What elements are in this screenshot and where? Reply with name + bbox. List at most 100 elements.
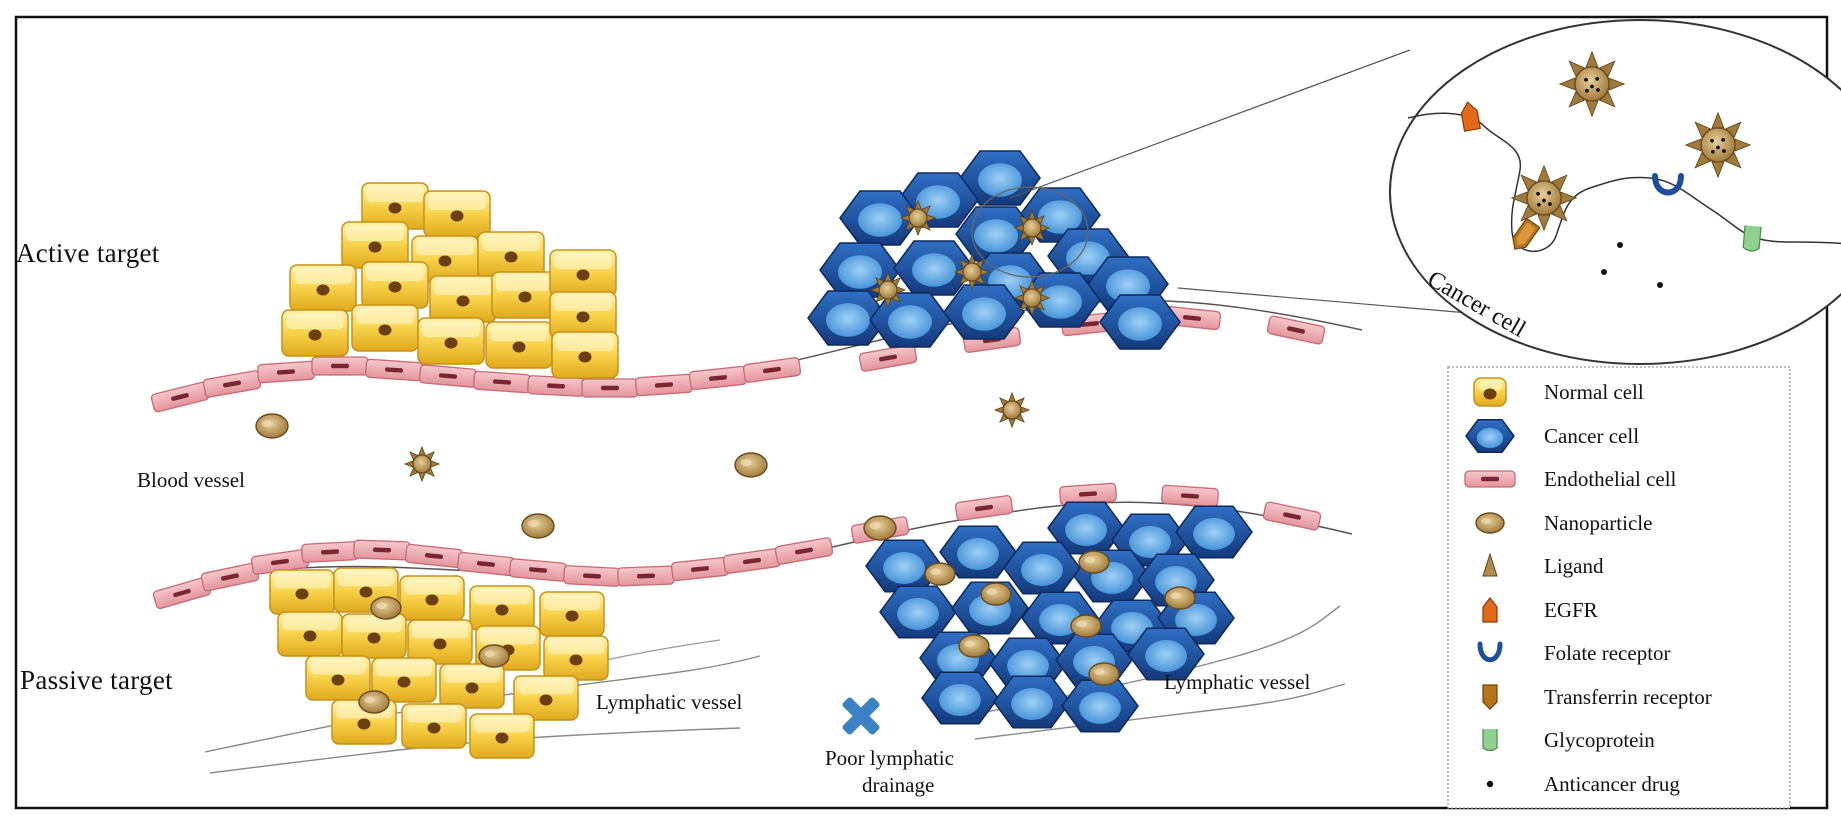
legend-label-ligand: Ligand: [1544, 554, 1604, 578]
anticancer-drug-icon: [1486, 780, 1494, 787]
legend-label-folate-receptor: Folate receptor: [1544, 641, 1671, 665]
endothelial-cell: [150, 381, 210, 413]
legend-item-ligand: Ligand: [1460, 546, 1780, 586]
normal-cell: [289, 264, 357, 312]
normal-cell: [513, 675, 579, 721]
legend-label-transferrin-receptor: Transferrin receptor: [1544, 684, 1712, 709]
endothelial-cell: [311, 356, 369, 376]
cancer-cell: [1175, 505, 1253, 559]
blood-vessel-walls: [150, 299, 1363, 610]
endothelial-cell-icon: [1464, 470, 1516, 488]
endothelial-cell: [202, 370, 262, 398]
normal-cell: [485, 321, 553, 369]
legend-item-transferrin-receptor: Transferrin receptor: [1460, 677, 1780, 717]
ligand-nanoparticle: [953, 253, 991, 291]
normal-cell: [407, 619, 473, 665]
legend-label-cancer-cell: Cancer cell: [1544, 423, 1640, 448]
normal-cell: [469, 713, 535, 759]
cancer-cell-icon: [1465, 418, 1515, 453]
drug-loaded-nanoparticle: [1510, 164, 1578, 232]
cancer-cell: [959, 150, 1041, 206]
endothelial-cell: [774, 537, 834, 565]
x-cross-icon: [842, 697, 880, 735]
ligand-icon: [1482, 552, 1498, 577]
nanoparticle: [1078, 550, 1110, 574]
nanoparticle: [1475, 511, 1505, 534]
legend-label-egfr: EGFR: [1544, 597, 1598, 622]
legend-item-normal-cell: Normal cell: [1460, 372, 1780, 412]
normal-cell: [539, 591, 605, 637]
cancer-cell: [1465, 418, 1515, 453]
normal-cell: [417, 317, 485, 365]
folate-receptor-icon: [1477, 641, 1503, 663]
cancer-cell: [1019, 272, 1101, 328]
normal-cell: [429, 275, 497, 323]
normal-cell: [371, 657, 437, 703]
endothelial-cell: [419, 364, 477, 388]
normal-cell: [551, 331, 619, 379]
normal-cell: [305, 655, 371, 701]
endothelial-cell: [473, 370, 531, 394]
endothelial-cell: [742, 357, 802, 383]
endothelial-cell: [353, 539, 411, 561]
legend-label-anticancer-drug: Anticancer drug: [1544, 771, 1680, 796]
normal-cell: [351, 304, 419, 352]
endothelial-cell: [722, 548, 782, 574]
nanoparticle: [478, 644, 510, 668]
anticancer-drug-dot: [1601, 269, 1607, 275]
legend-label-normal-cell: Normal cell: [1544, 380, 1644, 404]
nanoparticle: [255, 413, 289, 439]
normal-cell: [543, 635, 609, 681]
endothelial-cell: [563, 565, 621, 587]
normal-cell: [469, 585, 535, 631]
ligand-nanoparticle: [1013, 279, 1051, 317]
transferrin-receptor-icon: [1482, 683, 1498, 710]
endothelial-cell: [635, 373, 693, 397]
cancer-cell: [993, 675, 1071, 729]
cancer-cell: [869, 292, 951, 348]
endothelial-cell: [1059, 482, 1117, 506]
legend-item-egfr: EGFR: [1460, 590, 1780, 630]
cancer-cell: [943, 284, 1025, 340]
poor-drainage-label-line2: drainage: [862, 773, 935, 797]
endothelial-cell: [858, 344, 918, 372]
endothelial-cell: [301, 541, 359, 563]
lymphatic-vessel-left-label: Lymphatic vessel: [596, 690, 743, 714]
cancer-cell: [939, 525, 1017, 579]
normal-cell: [341, 221, 409, 269]
normal-cell: [341, 613, 407, 659]
nanoparticle: [958, 634, 990, 658]
endothelial-cell: [954, 495, 1014, 521]
zoom-guide-top: [1009, 49, 1411, 199]
endothelial-cell: [1262, 501, 1322, 531]
endothelial-cell: [1161, 484, 1219, 508]
zoom-guide-bottom: [1177, 287, 1481, 315]
cancer-cell: [1127, 627, 1205, 681]
anticancer-drug-dot: [1657, 282, 1663, 288]
endothelial-cell: [404, 543, 464, 569]
transferrin-receptor: [1512, 217, 1541, 250]
legend-label-nanoparticle: Nanoparticle: [1544, 510, 1653, 535]
blood-vessel-label: Blood vessel: [137, 468, 245, 492]
drug-loaded-nanoparticle: [1684, 111, 1752, 179]
legend-item-anticancer-drug: Anticancer drug: [1460, 764, 1780, 804]
zoom-circle: [1389, 19, 1841, 365]
active-target-label: Active target: [16, 238, 160, 268]
poor-drainage-label-line1: Poor lymphatic: [825, 746, 954, 770]
lymphatic-vessel-right-label: Lymphatic vessel: [1164, 670, 1311, 694]
nanoparticle: [1164, 586, 1196, 610]
normal-cell: [281, 309, 349, 357]
cancer-cell: [921, 671, 999, 725]
cancer-cell: [893, 240, 975, 296]
endothelial-cell: [509, 558, 567, 582]
ligand-nanoparticle: [869, 271, 907, 309]
cell-membrane: [1407, 112, 1841, 252]
cancer-cell: [1047, 501, 1125, 555]
ligand-nanoparticle: [1013, 209, 1051, 247]
zoom-source-circle: [971, 186, 1089, 278]
cell-clusters: [269, 150, 1253, 759]
nanoparticle: [1070, 614, 1102, 638]
endothelial-cell: [365, 358, 423, 382]
